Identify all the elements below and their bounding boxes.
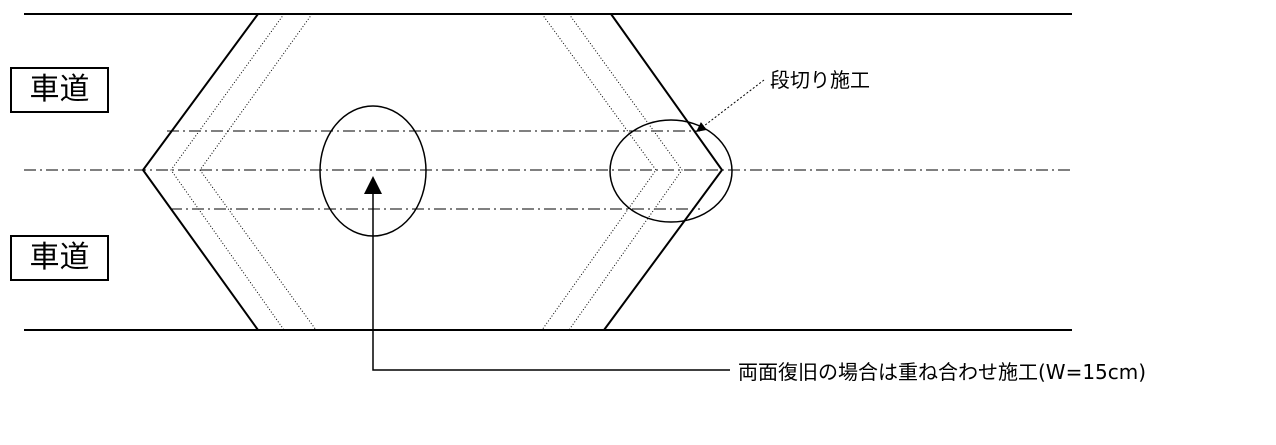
right-chevron-inner-2 xyxy=(568,13,683,331)
road-label-bottom: 車道 xyxy=(10,235,109,281)
right-chevron-outer xyxy=(603,13,724,331)
overlap-annotation: 両面復旧の場合は重ね合わせ施工(W=15cm) xyxy=(738,360,1147,384)
road-label-top: 車道 xyxy=(10,67,109,113)
left-chevron-outer xyxy=(141,13,259,331)
step-cut-ellipse xyxy=(609,119,733,223)
step-cut-annotation: 段切り施工 xyxy=(770,68,870,92)
step-cut-leader xyxy=(696,79,765,133)
left-chevron-inner-2 xyxy=(199,13,317,331)
overlap-arrow xyxy=(364,176,730,371)
left-chevron-inner-1 xyxy=(170,13,285,331)
right-chevron-inner-1 xyxy=(541,13,657,331)
